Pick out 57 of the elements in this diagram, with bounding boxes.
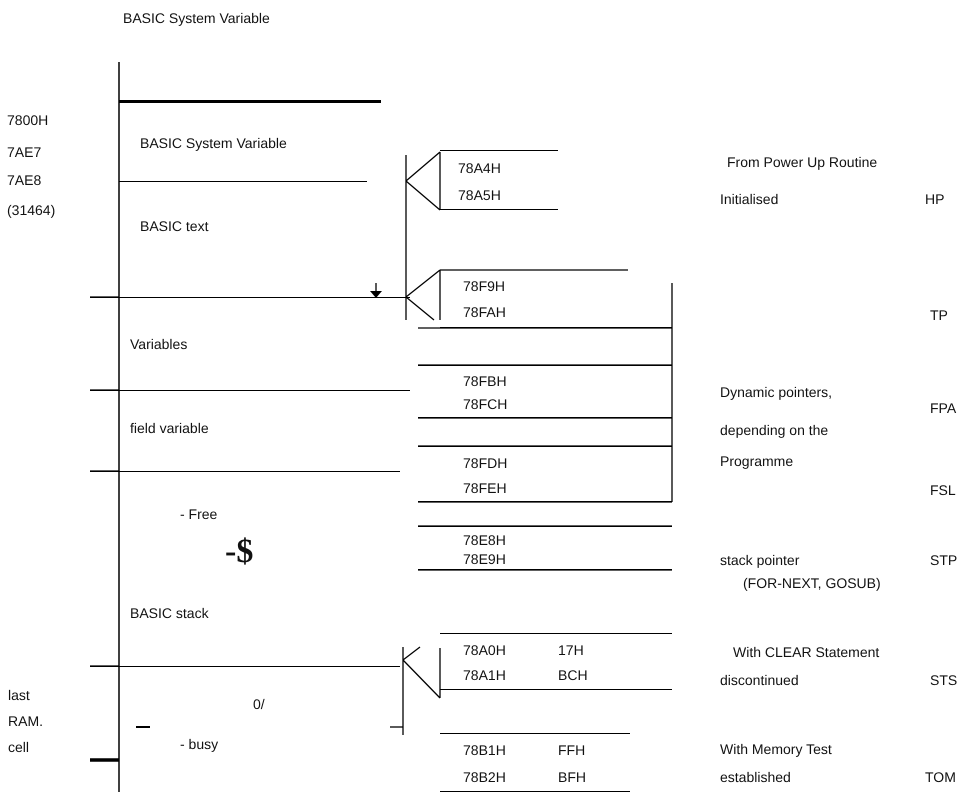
region-label: - busy	[180, 736, 218, 752]
annotation-text: TOM	[925, 769, 956, 785]
region-label: 0/	[253, 696, 265, 712]
annotation-text: 7AE7	[7, 144, 42, 160]
address-text: 78E9H	[463, 550, 506, 566]
address-text: 78FCH	[463, 396, 508, 412]
address-text: 78B1H	[463, 742, 506, 758]
annotation-text: With Memory Test	[720, 741, 832, 757]
region-label: Variables	[130, 336, 188, 352]
address-text: 78FBH	[463, 372, 507, 389]
pointer-cell	[440, 150, 558, 210]
region-label: - Free	[180, 506, 218, 522]
annotation-text: HP	[925, 191, 944, 207]
annotation-text: STP	[930, 552, 958, 568]
annotation-text: STS	[930, 672, 958, 688]
annotation-text: FPA	[930, 400, 956, 416]
annotation-text: Programme	[720, 453, 794, 469]
annotation-text: established	[720, 769, 791, 785]
annotation-text: (FOR-NEXT, GOSUB)	[743, 575, 881, 591]
annotation-text: depending on the	[720, 422, 828, 438]
symbol-text: -$	[225, 534, 254, 570]
address-text: 78F9H	[463, 278, 506, 294]
pointer-cell	[418, 365, 672, 418]
annotation-text: From Power Up Routine	[727, 154, 878, 170]
region-label: BASIC System Variable	[140, 135, 287, 151]
diagram-title: BASIC System Variable	[123, 10, 270, 26]
annotation-text: last RAM. cell	[8, 686, 44, 757]
address-text: 78FAH	[463, 304, 506, 320]
address-text: 78B2H	[463, 768, 506, 785]
annotation-text: discontinued	[720, 672, 799, 688]
pointer-cell	[418, 526, 672, 570]
region-label: BASIC stack	[130, 605, 209, 621]
value-text: 17H	[558, 642, 584, 658]
annotation-text: 7AE8	[7, 172, 42, 188]
annotation-text: With CLEAR Statement	[733, 644, 880, 660]
address-text: 78A5H	[458, 186, 501, 202]
address-text: 78A0H	[463, 642, 506, 658]
pointer-cell	[440, 633, 672, 690]
region-label: field variable	[130, 420, 209, 436]
address-text: 78FDH	[463, 454, 508, 470]
annotation-text: 7800H	[7, 112, 48, 128]
address-text: 78A1H	[463, 667, 506, 684]
value-text: FFH	[558, 742, 586, 758]
pointer-cell	[418, 446, 672, 502]
pointer-cell	[440, 733, 630, 792]
address-text: 78E8H	[463, 532, 506, 548]
value-text: BCH	[558, 667, 588, 684]
annotation-text: Dynamic pointers,	[720, 384, 832, 400]
region-label: BASIC text	[140, 218, 208, 234]
annotation-text: FSL	[930, 482, 956, 498]
annotation-text: (31464)	[7, 202, 56, 218]
annotation-text: stack pointer	[720, 552, 800, 568]
address-text: 78FEH	[463, 480, 507, 496]
annotation-text: Initialised	[720, 191, 778, 207]
annotation-text: TP	[930, 307, 948, 323]
value-text: BFH	[558, 768, 586, 785]
address-text: 78A4H	[458, 160, 501, 176]
